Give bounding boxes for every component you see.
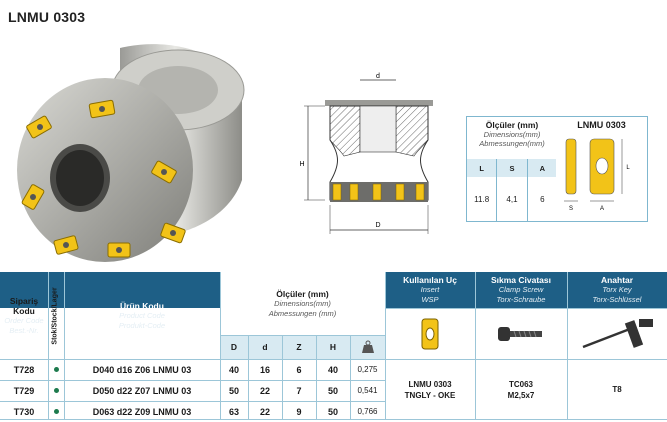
dimbox-col-a: A <box>539 163 546 173</box>
stock-indicator <box>48 359 64 380</box>
key-de: Torx-Schlüssel <box>592 295 642 304</box>
dimbox-subtitle-en: Dimensions(mm) <box>483 130 541 139</box>
dim-label-h: H <box>299 161 304 168</box>
dim-d: 22 <box>259 385 270 396</box>
insert-drawing: S A L <box>564 138 630 212</box>
screw-code-cell: TC063 M2,5x7 <box>475 359 567 420</box>
dim-H: 40 <box>327 364 338 375</box>
product-table: Sipariş Kodu Order Code Best.-Nr. Stok/S… <box>0 272 667 420</box>
clamp-screw-image <box>475 308 567 359</box>
insert-box-title: LNMU 0303 <box>577 120 626 130</box>
insert-label-s: S <box>569 206 573 212</box>
dimensions-de: Abmessungen (mm) <box>268 308 337 318</box>
col-header-clamp-screw: Sıkma Civatası Clamp Screw Torx-Schraube <box>475 272 567 308</box>
product-code-tr: Ürün Kodu <box>120 300 164 311</box>
key-code: T8 <box>612 385 622 394</box>
product-code: D063 d22 Z09 LNMU 03 <box>92 406 192 417</box>
order-code-en: Order Code <box>4 315 44 325</box>
dim-col-Z: Z <box>296 342 302 352</box>
dimbox-title: Ölçüler (mm) <box>485 120 539 130</box>
dim-D: 40 <box>228 364 239 375</box>
torx-key-image <box>567 308 667 359</box>
weight: 0,766 <box>357 407 378 416</box>
dim-col-d: d <box>262 342 268 352</box>
dim-label-D: D <box>375 222 380 229</box>
key-tr: Anahtar <box>600 275 634 285</box>
dim-d: 22 <box>259 406 270 417</box>
col-header-torx-key: Anahtar Torx Key Torx-Schlüssel <box>567 272 667 308</box>
insert-dimensions-box: Ölçüler (mm) Dimensions(mm) Abmessungen(… <box>466 116 558 222</box>
order-code: T729 <box>13 385 35 396</box>
screw-en: Clamp Screw <box>498 285 544 294</box>
screw-de: Torx-Schraube <box>496 295 546 304</box>
col-header-order-code: Sipariş Kodu Order Code Best.-Nr. <box>0 272 48 359</box>
insert-alt-code: TNGLY - OKE <box>404 390 456 400</box>
dim-col-D: D <box>230 342 238 352</box>
insert-drawing-box: LNMU 0303 S A L <box>556 116 648 222</box>
stock-label: Stok/Stock/Lager <box>52 286 59 345</box>
page-title: LNMU 0303 <box>8 9 86 25</box>
product-code-de: Produkt-Code <box>118 320 166 330</box>
key-en: Torx Key <box>602 285 632 294</box>
insert-de: WSP <box>421 295 439 304</box>
screw-size: M2,5x7 <box>507 390 535 400</box>
col-header-insert: Kullanılan Uç Insert WSP <box>385 272 475 308</box>
table-row: T729 D050 d22 Z07 LNMU 03 50 22 7 50 0,5… <box>0 380 667 401</box>
product-photo <box>17 44 245 262</box>
dimbox-col-s: S <box>497 159 528 177</box>
dimbox-val-s: 4,1 <box>497 177 528 221</box>
insert-tr: Kullanılan Uç <box>403 275 457 285</box>
dim-D: 50 <box>228 385 239 396</box>
dimensions-en: Dimensions(mm) <box>274 298 331 308</box>
weight: 0,275 <box>357 365 378 374</box>
insert-label-l: L <box>626 165 630 171</box>
screw-tr: Sıkma Civatası <box>490 275 551 285</box>
insert-en: Insert <box>420 285 440 294</box>
product-code-en: Product Code <box>119 310 165 320</box>
dim-Z: 9 <box>296 406 302 417</box>
dim-label-d: d <box>376 73 380 80</box>
insert-label-a: A <box>600 206 604 212</box>
insert-code-cell: LNMU 0303 TNGLY - OKE <box>385 359 475 420</box>
product-code: D040 d16 Z06 LNMU 03 <box>92 364 192 375</box>
technical-drawing: d H D <box>299 73 433 234</box>
key-code-cell: T8 <box>567 359 667 420</box>
insert-code: LNMU 0303 <box>408 379 452 389</box>
order-code-tr: Sipariş Kodu <box>9 295 39 316</box>
dim-Z: 7 <box>296 385 302 396</box>
dim-Z: 6 <box>296 364 302 375</box>
dim-d: 16 <box>259 364 270 375</box>
weight-icon <box>350 335 385 359</box>
dim-col-H: H <box>329 342 337 352</box>
weight: 0,541 <box>357 386 378 395</box>
col-header-stock: Stok/Stock/Lager <box>48 272 64 359</box>
stock-indicator <box>48 401 64 422</box>
stock-indicator <box>48 380 64 401</box>
dim-D: 63 <box>228 406 239 417</box>
table-row: T730 D063 d22 Z09 LNMU 03 63 22 9 50 0,7… <box>0 401 667 422</box>
product-code: D050 d22 Z07 LNMU 03 <box>92 385 192 396</box>
dimbox-col-l: L <box>467 159 498 177</box>
dim-H: 50 <box>327 406 338 417</box>
dimbox-val-a: 6 <box>540 194 545 204</box>
order-code: T730 <box>13 406 35 417</box>
order-code-de: Best.-Nr. <box>9 325 39 335</box>
table-row: T728 D040 d16 Z06 LNMU 03 40 16 6 40 0,2… <box>0 359 667 380</box>
dimbox-val-l: 11.8 <box>467 177 498 221</box>
order-code: T728 <box>13 364 35 375</box>
col-header-product-code: Ürün Kodu Product Code Produkt-Code <box>64 272 220 359</box>
dimbox-subtitle-de: Abmessungen(mm) <box>479 139 545 148</box>
dim-H: 50 <box>327 385 338 396</box>
insert-image <box>385 308 475 359</box>
dimensions-tr: Ölçüler (mm) <box>276 288 329 299</box>
screw-code: TC063 <box>508 379 533 389</box>
col-header-dimensions: Ölçüler (mm) Dimensions(mm) Abmessungen … <box>220 272 385 335</box>
